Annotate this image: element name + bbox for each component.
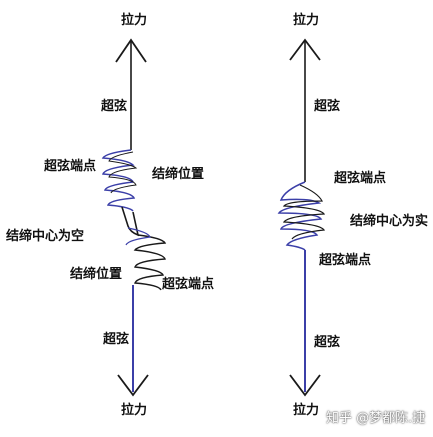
right-upper-end-label: 超弦端点: [334, 171, 387, 186]
left-lower-twist-label: 超弦: [103, 332, 130, 347]
left-bottom-arrowhead: [117, 374, 149, 397]
right-knot-coil-black: [282, 184, 326, 240]
left-lower-end-label: 超弦端点: [162, 277, 215, 292]
left-lower-coil-blue: [125, 227, 151, 246]
left-upper-end-label: 超弦端点: [44, 159, 97, 174]
left-top-arrowhead: [115, 38, 147, 63]
left-knot-position-lower-label: 结缔位置: [70, 267, 123, 282]
left-lower-coil: [133, 234, 167, 291]
left-string-diagram: [101, 38, 167, 397]
right-bottom-force-label: 拉力: [293, 403, 320, 418]
right-string-diagram: [277, 38, 326, 397]
right-top-force-label: 拉力: [293, 13, 320, 28]
right-lower-twist-label: 超弦: [314, 335, 341, 350]
left-bottom-force-label: 拉力: [121, 403, 148, 418]
left-center-note-label: 结缔中心为空: [6, 229, 85, 244]
right-upper-twist-label: 超弦: [314, 99, 341, 114]
left-upper-twist-label: 超弦: [101, 99, 128, 114]
right-lower-end-label: 超弦端点: [319, 253, 372, 268]
left-upper-coil-shadow: [108, 151, 138, 194]
left-top-force-label: 拉力: [121, 13, 148, 28]
right-bottom-arrowhead: [289, 374, 321, 397]
right-center-note-label: 结缔中心为实: [350, 214, 429, 229]
right-knot-coil-blue: [277, 181, 323, 251]
watermark: 知乎 @梦都陈.捷: [326, 411, 426, 426]
left-middle-link: [121, 206, 140, 237]
right-top-arrowhead: [289, 38, 321, 61]
left-knot-position-upper-label: 结缔位置: [152, 167, 205, 182]
